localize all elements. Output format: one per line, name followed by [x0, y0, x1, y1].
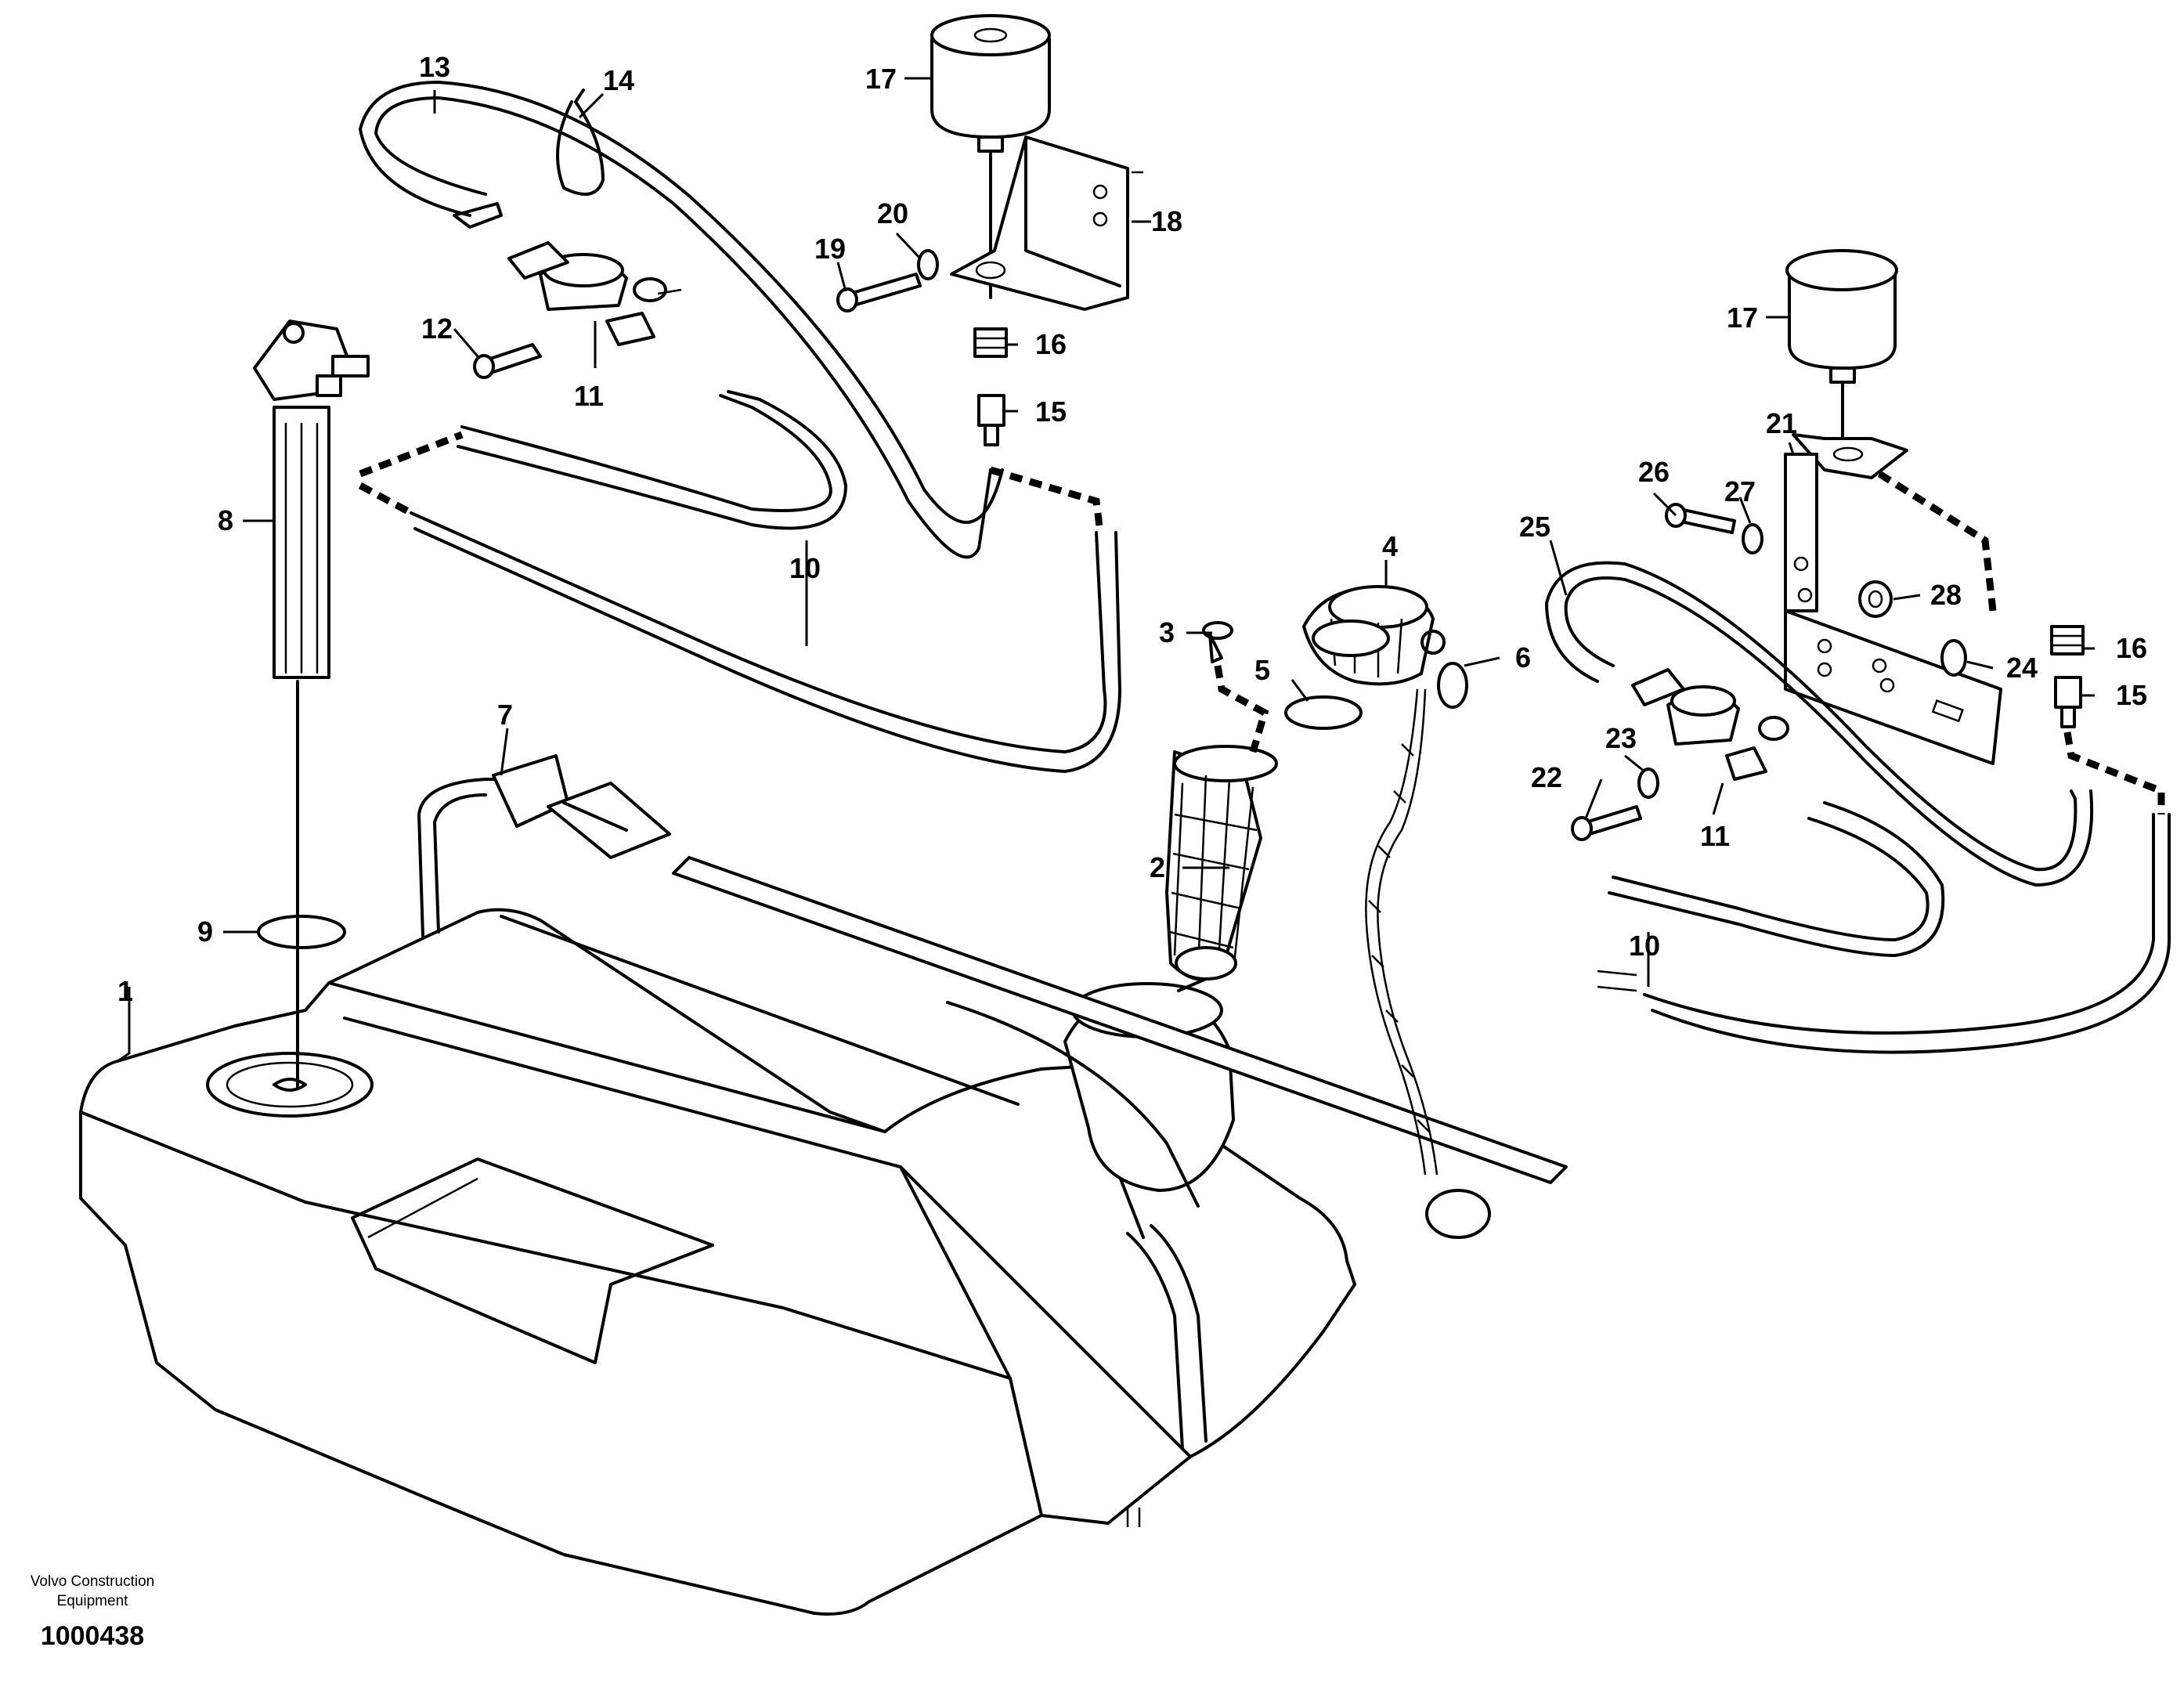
callout-3: 3	[1159, 616, 1175, 648]
callout-7: 7	[497, 699, 513, 731]
callout-24: 24	[2006, 652, 2038, 684]
callout-26: 26	[1638, 456, 1670, 488]
screw-12	[473, 343, 542, 379]
callout-labels: 1 2 3 4 5 6 7 8 9 10 10 11 11 12 13 14 1…	[117, 51, 2147, 1007]
breather-filter-17	[930, 14, 1051, 299]
callout-4: 4	[1382, 530, 1398, 562]
callout-19: 19	[814, 233, 846, 265]
bolt-26	[1665, 503, 1736, 534]
callout-14: 14	[603, 64, 634, 96]
callout-2: 2	[1150, 851, 1165, 883]
callout-17a: 17	[865, 63, 897, 95]
tank-strap	[417, 754, 1568, 1208]
callout-1: 1	[117, 975, 133, 1007]
breather-filter-17b	[1785, 249, 1898, 456]
callout-20: 20	[877, 197, 908, 229]
adapter-16a	[973, 327, 1008, 358]
cable-tie	[556, 88, 605, 196]
bracket-21	[1784, 433, 2002, 765]
callout-18: 18	[1151, 205, 1182, 237]
callout-9: 9	[197, 916, 213, 948]
footer: Volvo Construction Equipment 1000438	[31, 1573, 154, 1651]
adapter-16b	[2050, 625, 2085, 656]
callout-16b: 16	[2116, 632, 2147, 664]
strainer-2	[1165, 745, 1278, 992]
level-sender	[253, 320, 370, 1090]
check-valve-left	[507, 241, 682, 346]
callout-10a: 10	[789, 552, 821, 584]
hoses-right	[1545, 561, 2171, 1054]
callout-13: 13	[419, 51, 450, 83]
callout-22: 22	[1531, 761, 1562, 793]
callout-28: 28	[1930, 579, 1962, 611]
spacer-24	[1940, 639, 1967, 677]
callout-5: 5	[1254, 654, 1270, 686]
washer-20	[917, 249, 939, 280]
o-ring	[257, 915, 346, 949]
check-valve-right	[1631, 668, 1789, 781]
nipple-15a	[977, 394, 1005, 446]
chain-6	[1365, 630, 1491, 1239]
dash-3	[1214, 665, 1269, 753]
leader-lines	[117, 77, 2095, 1063]
seal-5	[1284, 695, 1363, 730]
callout-15b: 15	[2116, 679, 2147, 711]
nut-28	[1858, 580, 1893, 618]
washer-23	[1637, 767, 1659, 799]
company-name-line1: Volvo Construction	[31, 1573, 154, 1590]
callout-10b: 10	[1629, 930, 1660, 962]
bolt-22	[1571, 805, 1642, 841]
bracket-18	[950, 135, 1143, 311]
callout-12: 12	[421, 312, 453, 345]
bolt-19	[836, 273, 922, 312]
callout-25: 25	[1519, 511, 1550, 543]
callout-21: 21	[1766, 407, 1797, 439]
dash-21	[1877, 471, 1997, 612]
callout-16a: 16	[1035, 328, 1067, 360]
company-name-line2: Equipment	[57, 1593, 129, 1609]
callout-8: 8	[218, 504, 233, 536]
screw-3	[1202, 621, 1233, 663]
callout-17b: 17	[1727, 302, 1758, 334]
callout-23: 23	[1605, 722, 1637, 754]
callout-11b: 11	[1700, 820, 1730, 852]
washer-27	[1742, 523, 1763, 554]
drawing-number: 1000438	[41, 1621, 144, 1651]
filler-cap-4	[1302, 585, 1435, 686]
callout-27: 27	[1724, 475, 1756, 507]
callout-6: 6	[1515, 641, 1531, 674]
hoses-upper	[358, 81, 1121, 773]
nipple-15b	[2054, 676, 2082, 728]
callout-15a: 15	[1035, 395, 1067, 428]
callout-11a: 11	[574, 380, 604, 412]
fuel-tank	[79, 908, 1356, 1616]
